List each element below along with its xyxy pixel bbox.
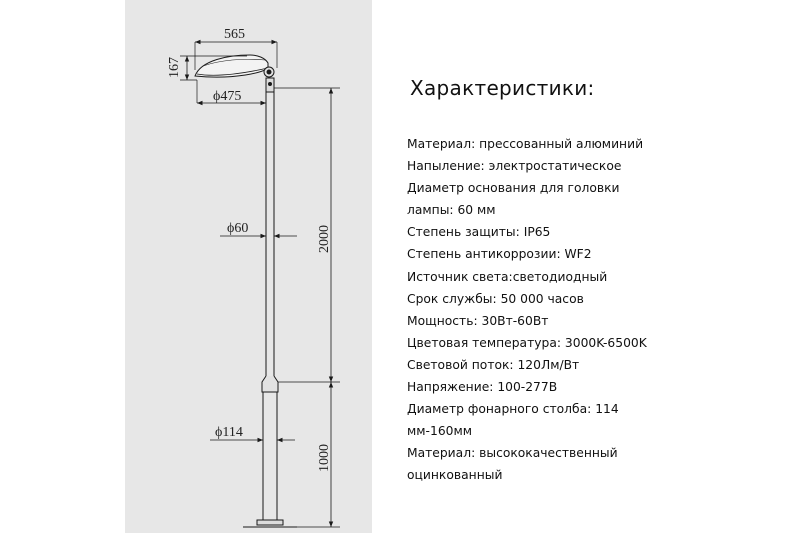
spec-line: Напыление: электростатическое — [407, 159, 622, 174]
dim-label-60: ϕ60 — [227, 221, 248, 236]
spec-line: Источник света:светодиодный — [407, 269, 608, 284]
spec-line: мм-160мм — [407, 424, 473, 439]
spec-line: Материал: высококачественный — [407, 446, 618, 461]
dim-475-lines — [196, 80, 266, 106]
spec-line: Цветовая температура: 3000K-6500K — [407, 335, 647, 350]
technical-drawing-panel: 565 167 ϕ475 ϕ60 2000 ϕ114 1000 — [125, 0, 372, 533]
dim-label-2000: 2000 — [317, 225, 332, 253]
spec-line: Световой поток: 120Лм/Вт — [407, 357, 580, 372]
spec-line: Мощность: 30Вт-60Вт — [407, 313, 549, 328]
dim-167-lines — [180, 55, 247, 81]
dim-label-114: ϕ114 — [215, 425, 243, 440]
dim-label-1000: 1000 — [317, 444, 332, 472]
lamp-post-drawing: 565 167 ϕ475 ϕ60 2000 ϕ114 1000 — [167, 27, 340, 528]
spec-line: Степень защиты: IP65 — [407, 225, 551, 240]
dim-label-565: 565 — [224, 27, 245, 42]
dim-1000-lines — [297, 382, 340, 528]
spec-line: Диаметр основания для головки — [407, 181, 620, 196]
spec-line: Срок службы: 50 000 часов — [407, 291, 584, 306]
pole-shape — [243, 92, 297, 528]
dim-label-167: 167 — [167, 57, 182, 78]
spec-line: Диаметр фонарного столба: 114 — [407, 402, 619, 417]
spec-line: Материал: прессованный алюминий — [407, 137, 644, 151]
spec-line: лампы: 60 мм — [407, 203, 496, 218]
spec-line: Напряжение: 100-277В — [407, 380, 558, 395]
spec-title: Характеристики: — [410, 76, 595, 100]
spec-line: Степень антикоррозии: WF2 — [407, 247, 592, 262]
spec-line: оцинкованный — [407, 468, 503, 483]
dim-label-475: ϕ475 — [213, 89, 241, 104]
spec-list: Материал: прессованный алюминий Напылени… — [407, 133, 787, 487]
lamp-head-shape — [194, 54, 275, 93]
